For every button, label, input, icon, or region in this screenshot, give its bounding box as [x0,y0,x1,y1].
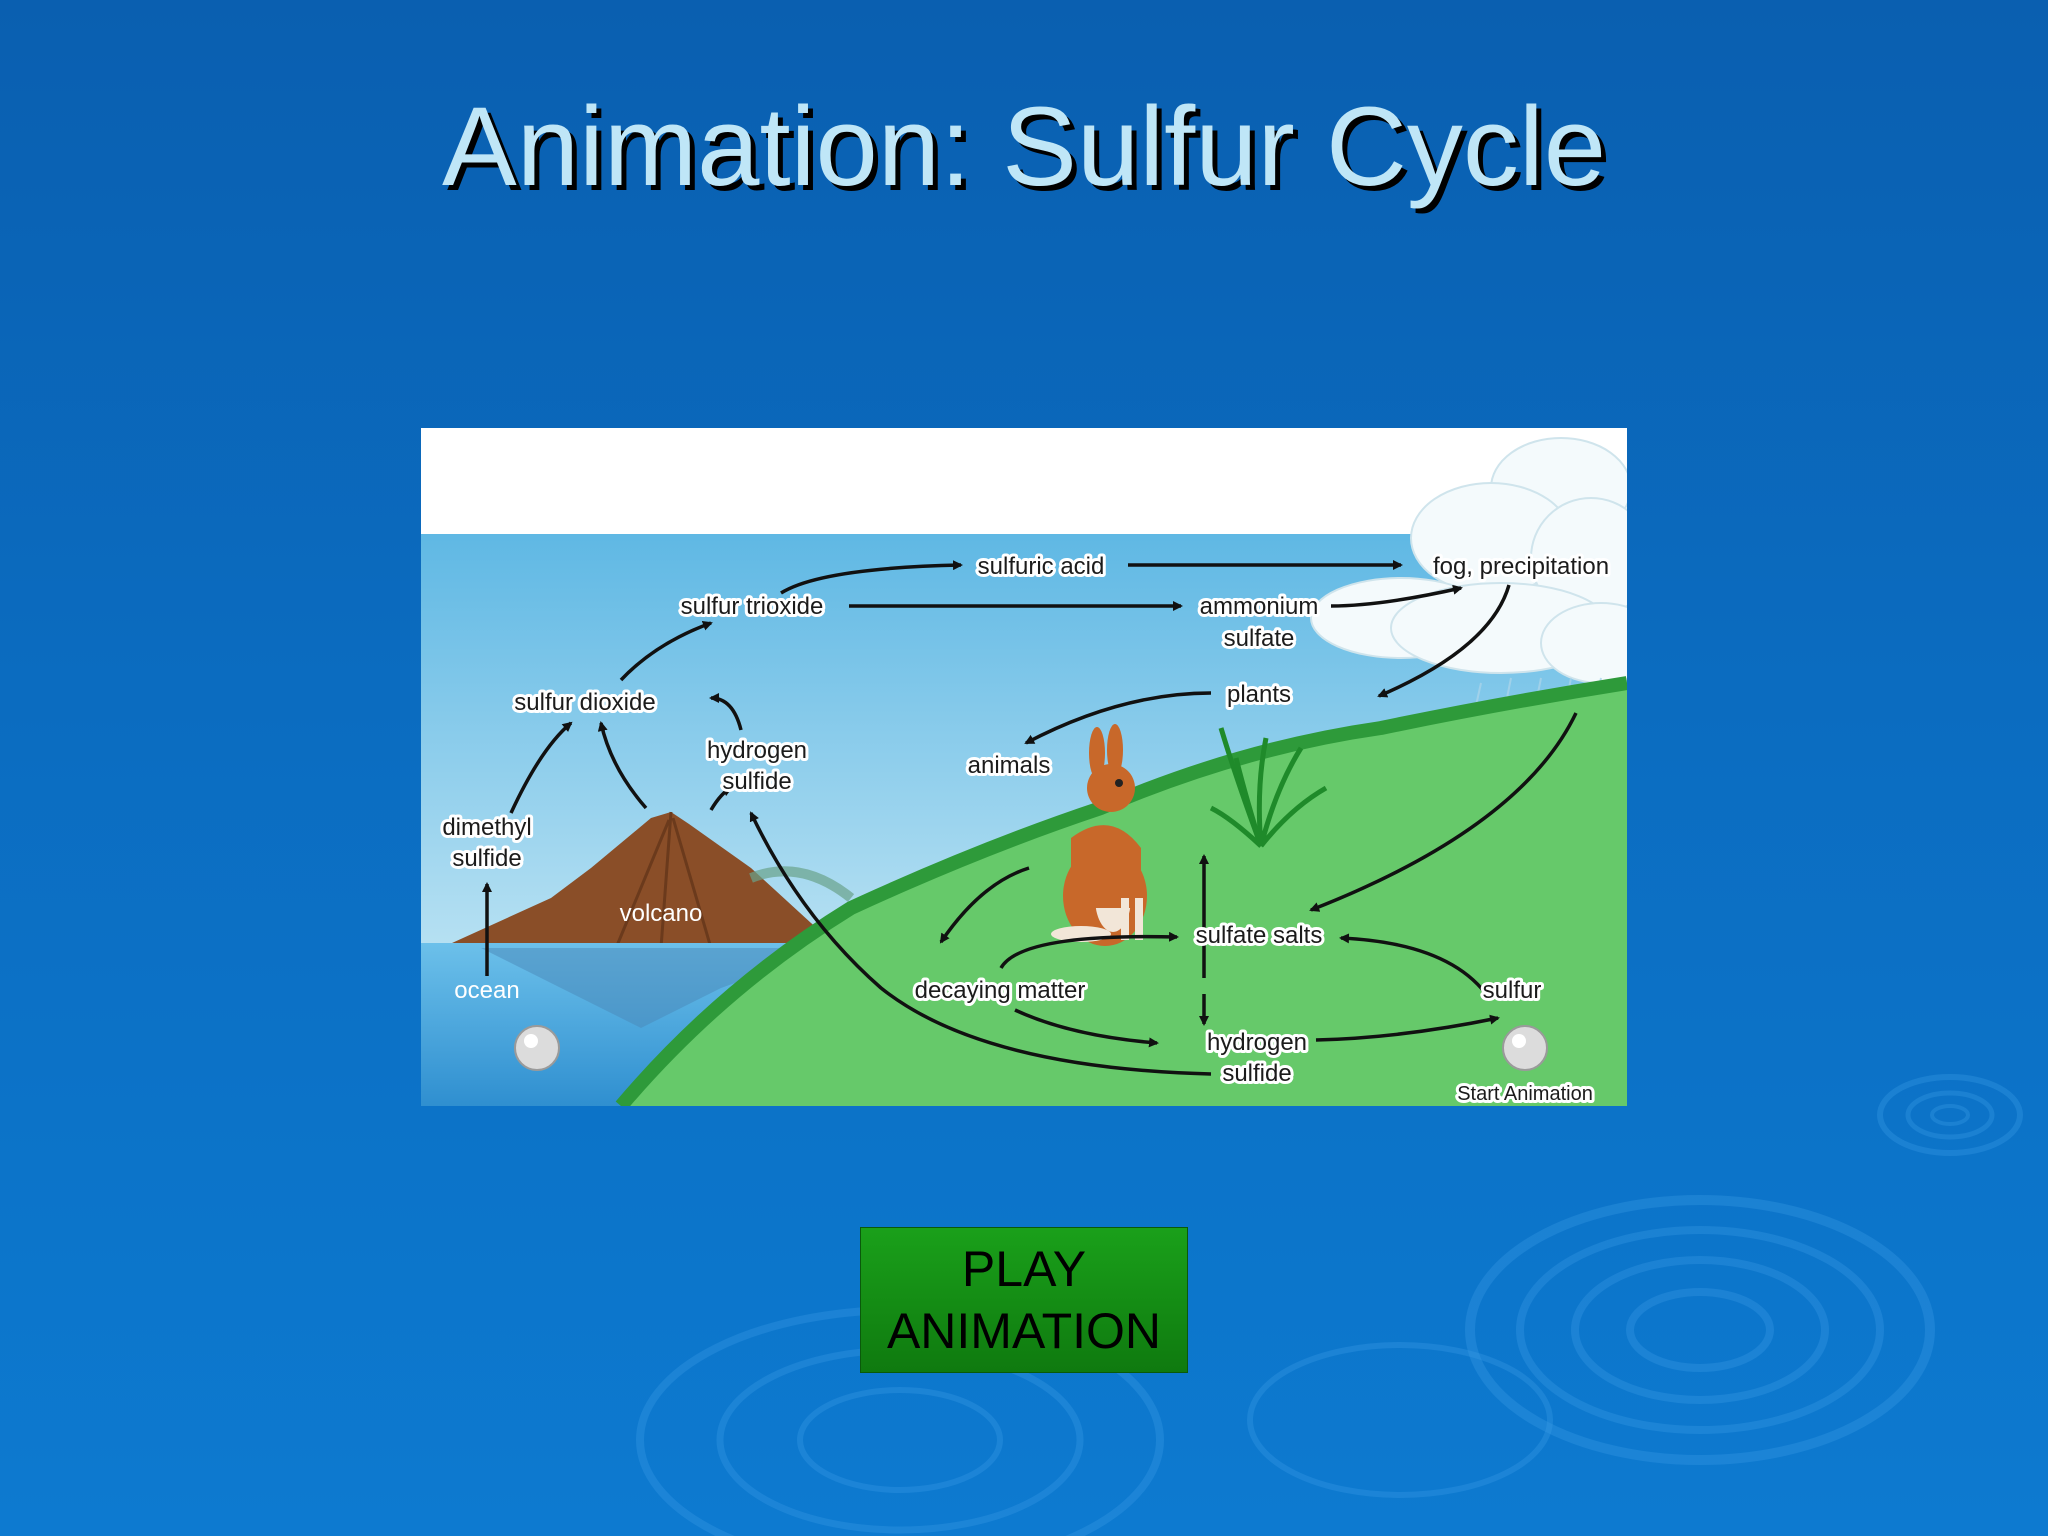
start-animation-ball [1502,1025,1548,1071]
label-sulfur-trioxide: sulfur trioxide [681,593,824,620]
label-ocean: ocean [454,977,519,1004]
play-animation-button[interactable]: PLAY ANIMATION [860,1227,1188,1373]
label-sulfuric-acid: sulfuric acid [978,553,1105,580]
label-sulfur: sulfur [1483,977,1542,1004]
label-sulfur-dioxide: sulfur dioxide [514,689,655,716]
label-sulfide-dimethyl: sulfide [452,845,521,872]
slide-title: Animation: Sulfur Cycle [441,84,1607,209]
label-sulfate: sulfate [1224,625,1295,652]
label-decaying-matter: decaying matter [915,977,1086,1004]
label-fog-precipitation: fog, precipitation [1433,553,1609,580]
label-plants: plants [1227,681,1291,708]
cloud-shape [1310,437,1627,684]
rabbit-shape [1051,724,1147,946]
label-volcano: volcano [620,900,703,927]
label-ammonium: ammonium [1200,593,1319,620]
label-hydrogen-bottom: hydrogen [1207,1029,1307,1056]
cycle-arrows [482,560,1578,1076]
volcano-shape [441,812,841,948]
sulfur-cycle-diagram: sulfuric acid fog, precipitation sulfur … [421,428,1627,1106]
label-sulfate-salts: sulfate salts [1196,922,1323,949]
label-sulfide-bottom: sulfide [1222,1060,1291,1087]
play-button-line2: ANIMATION [886,1303,1162,1359]
plant-shape [1209,727,1328,848]
label-animals: animals [968,752,1051,779]
label-sulfide-top: sulfide [722,768,791,795]
label-dimethyl: dimethyl [442,814,531,841]
start-animation-link[interactable]: Start Animation [1454,1080,1596,1106]
play-button-line1: PLAY [961,1241,1087,1297]
label-hydrogen-top: hydrogen [707,737,807,764]
ocean-ball [514,1025,560,1071]
